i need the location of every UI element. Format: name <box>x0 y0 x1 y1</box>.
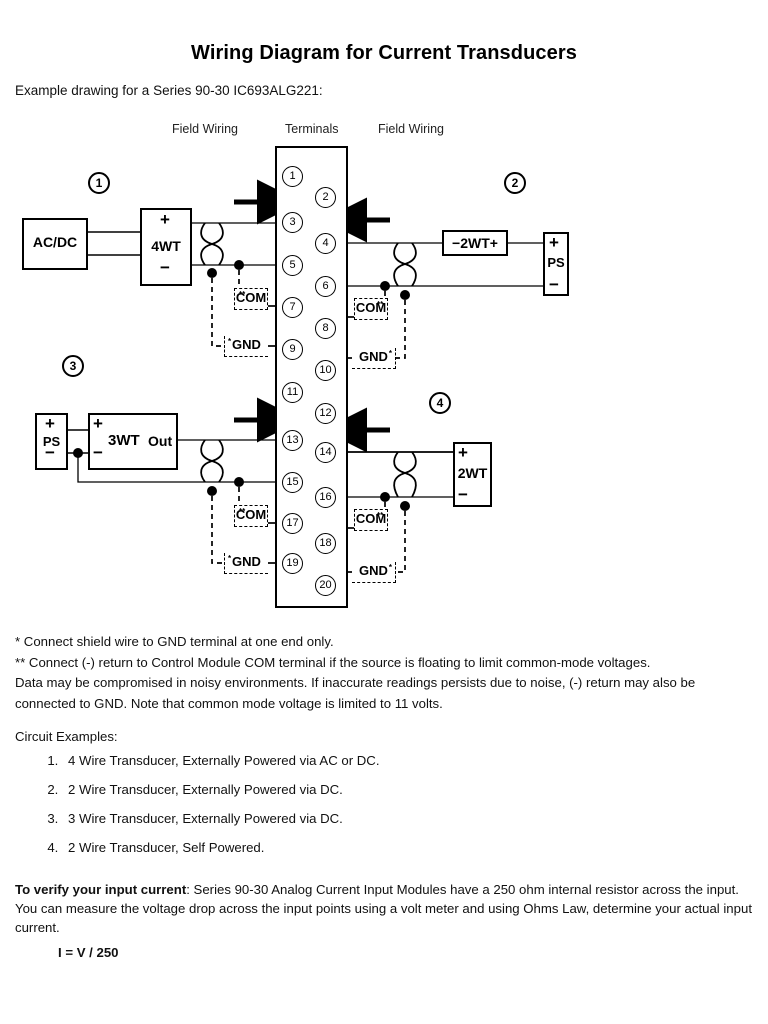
terminal-9[interactable]: 9 <box>282 339 303 360</box>
power-supply-plus-circuit-2: + <box>549 233 559 252</box>
com-note-mark-2: ** <box>377 300 384 309</box>
transducer-3wt-minus: − <box>93 443 103 462</box>
gnd-tag-label-4: GND <box>359 563 388 578</box>
terminal-16[interactable]: 16 <box>315 487 336 508</box>
com-tag-label-2: COM <box>355 300 387 315</box>
page-subtitle: Example drawing for a Series 90-30 IC693… <box>15 83 323 98</box>
gnd-tag-circuit-4: * GND <box>352 562 396 583</box>
com-note-mark-4: ** <box>377 511 384 520</box>
wiring-lines <box>68 179 543 573</box>
page-title: Wiring Diagram for Current Transducers <box>191 42 577 64</box>
power-supply-box-circuit-3 <box>35 413 68 470</box>
footnote-2: ** Connect (-) return to Control Module … <box>15 654 651 670</box>
circuit-marker-3: 3 <box>62 355 84 377</box>
power-supply-minus-circuit-2: − <box>549 275 559 294</box>
transducer-2wt-minus-circuit-4: − <box>458 485 468 504</box>
circuit-examples-heading: Circuit Examples: <box>15 729 118 744</box>
terminal-11[interactable]: 11 <box>282 382 303 403</box>
com-note-mark-1: ** <box>239 290 246 299</box>
ac-dc-source-label: AC/DC <box>32 234 78 250</box>
verify-input-current-paragraph: To verify your input current: Series 90-… <box>15 880 755 937</box>
power-supply-label-circuit-3: PS <box>42 434 61 449</box>
terminal-4[interactable]: 4 <box>315 233 336 254</box>
gnd-note-mark-4: * <box>388 563 392 572</box>
com-tag-circuit-1: ** COM <box>234 288 268 310</box>
terminal-17[interactable]: 17 <box>282 513 303 534</box>
terminal-15[interactable]: 15 <box>282 472 303 493</box>
transducer-3wt-label: 3WT <box>108 432 140 449</box>
transducer-2wt-label-circuit-4: 2WT <box>457 465 488 481</box>
list-item: 3 Wire Transducer, Externally Powered vi… <box>62 810 745 828</box>
current-formula: I = V / 250 <box>58 945 119 960</box>
gnd-tag-circuit-2: * GND <box>352 348 396 369</box>
transducer-2wt-label-circuit-2: −2WT+ <box>452 235 498 251</box>
transducer-4wt-plus: + <box>160 210 170 229</box>
gnd-tag-circuit-1: * GND <box>224 336 268 357</box>
terminal-8[interactable]: 8 <box>315 318 336 339</box>
terminal-13[interactable]: 13 <box>282 430 303 451</box>
list-item: 2 Wire Transducer, Self Powered. <box>62 839 745 857</box>
column-header-terminals: Terminals <box>285 122 339 136</box>
transducer-4wt-label: 4WT <box>151 238 181 254</box>
terminal-3[interactable]: 3 <box>282 212 303 233</box>
terminal-10[interactable]: 10 <box>315 360 336 381</box>
transducer-2wt-box-circuit-4 <box>453 442 492 507</box>
transducer-4wt-box <box>140 208 192 286</box>
power-supply-plus-circuit-3: + <box>45 414 55 433</box>
power-supply-minus-circuit-3: − <box>45 443 55 462</box>
com-tag-circuit-2: ** COM <box>354 298 388 320</box>
terminal-5[interactable]: 5 <box>282 255 303 276</box>
wiring-diagram-figure: Field Wiring Terminals Field Wiring <box>0 110 768 620</box>
circuit-examples-list: 4 Wire Transducer, Externally Powered vi… <box>15 752 745 868</box>
com-tag-circuit-4: ** COM <box>354 509 388 531</box>
transducer-2wt-box-circuit-2 <box>442 230 508 256</box>
terminal-19[interactable]: 19 <box>282 553 303 574</box>
footnote-3: Data may be compromised in noisy environ… <box>15 675 696 711</box>
gnd-note-mark-1: * <box>228 337 232 346</box>
gnd-tag-label-1: GND <box>232 337 261 352</box>
list-item: 4 Wire Transducer, Externally Powered vi… <box>62 752 745 770</box>
terminal-6[interactable]: 6 <box>315 276 336 297</box>
transducer-3wt-box <box>88 413 178 470</box>
com-tag-label-1: COM <box>235 290 267 305</box>
terminal-7[interactable]: 7 <box>282 297 303 318</box>
power-supply-label-circuit-2: PS <box>547 255 565 270</box>
ac-dc-source-box <box>22 218 88 270</box>
circuit-marker-1: 1 <box>88 172 110 194</box>
terminal-2[interactable]: 2 <box>315 187 336 208</box>
gnd-note-mark-2: * <box>388 349 392 358</box>
terminal-18[interactable]: 18 <box>315 533 336 554</box>
com-note-mark-3: ** <box>239 507 246 516</box>
terminal-20[interactable]: 20 <box>315 575 336 596</box>
gnd-tag-label-3: GND <box>232 554 261 569</box>
column-header-field-wiring-right: Field Wiring <box>378 122 444 136</box>
gnd-tag-label-2: GND <box>359 349 388 364</box>
footnotes: * Connect shield wire to GND terminal at… <box>15 632 755 748</box>
gnd-note-mark-3: * <box>228 554 232 563</box>
com-tag-label-3: COM <box>235 507 267 522</box>
terminal-12[interactable]: 12 <box>315 403 336 424</box>
com-tag-label-4: COM <box>355 511 387 526</box>
transducer-4wt-minus: − <box>160 258 170 277</box>
transducer-3wt-plus: + <box>93 414 103 433</box>
footnote-1: * Connect shield wire to GND terminal at… <box>15 634 334 649</box>
terminal-14[interactable]: 14 <box>315 442 336 463</box>
circuit-marker-4: 4 <box>429 392 451 414</box>
list-item: 2 Wire Transducer, Externally Powered vi… <box>62 781 745 799</box>
verify-lead-label: To verify your input current <box>15 882 187 897</box>
circuit-marker-2: 2 <box>504 172 526 194</box>
verify-body-text: : Series 90-30 Analog Current Input Modu… <box>15 882 752 935</box>
terminal-1[interactable]: 1 <box>282 166 303 187</box>
transducer-2wt-plus-circuit-4: + <box>458 443 468 462</box>
com-tag-circuit-3: ** COM <box>234 505 268 527</box>
column-header-field-wiring-left: Field Wiring <box>172 122 238 136</box>
gnd-tag-circuit-3: * GND <box>224 553 268 574</box>
transducer-3wt-output-label: Out <box>148 433 173 449</box>
power-supply-box-circuit-2 <box>543 232 569 296</box>
